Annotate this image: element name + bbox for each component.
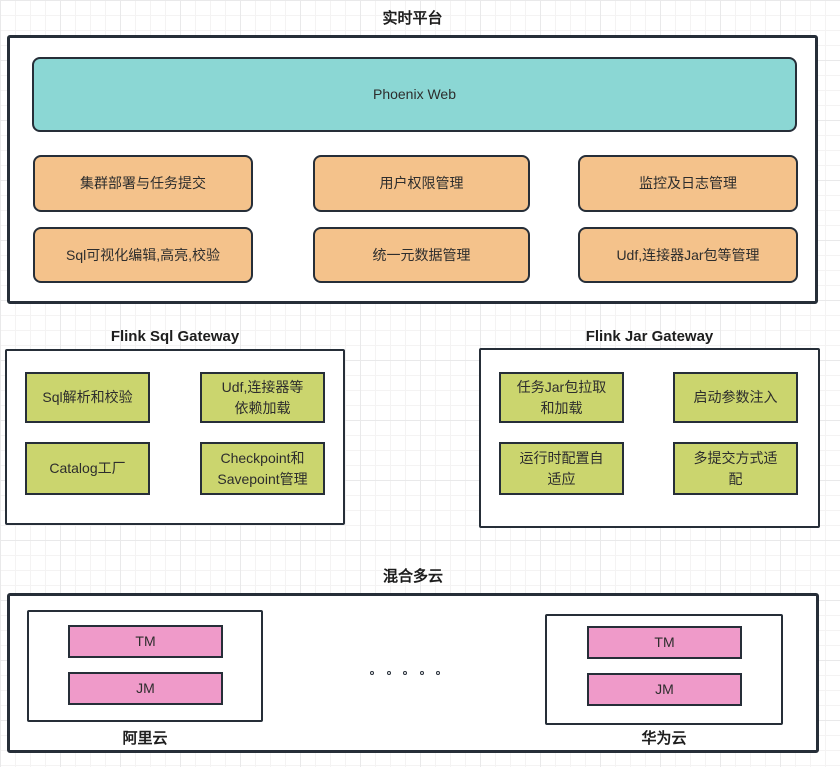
node-multi-submit: 多提交方式适配 <box>673 442 798 495</box>
node-udf-dependency: Udf,连接器等依赖加载 <box>200 372 325 423</box>
dot-icon <box>386 670 391 675</box>
multicloud-title: 混合多云 <box>382 568 443 585</box>
jar-gateway-title: Flink Jar Gateway <box>585 328 714 345</box>
node-catalog-factory: Catalog工厂 <box>25 442 150 495</box>
node-startup-params: 启动参数注入 <box>673 372 798 423</box>
dot-icon <box>403 670 407 675</box>
platform-section-title: 实时平台 <box>382 10 443 27</box>
node-monitor-log: 监控及日志管理 <box>578 155 798 212</box>
dot-icon <box>436 670 440 675</box>
node-cluster-deploy: 集群部署与任务提交 <box>33 155 253 212</box>
node-huawei-jm: JM <box>587 673 742 706</box>
node-sql-editor: Sql可视化编辑,高亮,校验 <box>33 227 253 283</box>
node-sql-parse: Sql解析和校验 <box>25 372 150 423</box>
node-udf-jar-manage: Udf,连接器Jar包等管理 <box>578 227 798 283</box>
node-jar-fetch-load: 任务Jar包拉取和加载 <box>499 372 624 423</box>
node-metadata: 统一元数据管理 <box>313 227 530 283</box>
node-phoenix-web: Phoenix Web <box>32 57 797 132</box>
dot-icon <box>370 670 374 675</box>
node-aliyun-jm: JM <box>68 672 223 705</box>
cloud-aliyun-label: 阿里云 <box>122 730 168 747</box>
ellipsis-dots <box>370 669 440 676</box>
node-runtime-config: 运行时配置自适应 <box>499 442 624 495</box>
node-user-permission: 用户权限管理 <box>313 155 530 212</box>
node-huawei-tm: TM <box>587 626 742 659</box>
dot-icon <box>419 670 424 675</box>
cloud-huawei-label: 华为云 <box>641 730 687 747</box>
node-aliyun-tm: TM <box>68 625 223 658</box>
node-checkpoint-savepoint: Checkpoint和Savepoint管理 <box>200 442 325 495</box>
sql-gateway-title: Flink Sql Gateway <box>110 328 240 345</box>
